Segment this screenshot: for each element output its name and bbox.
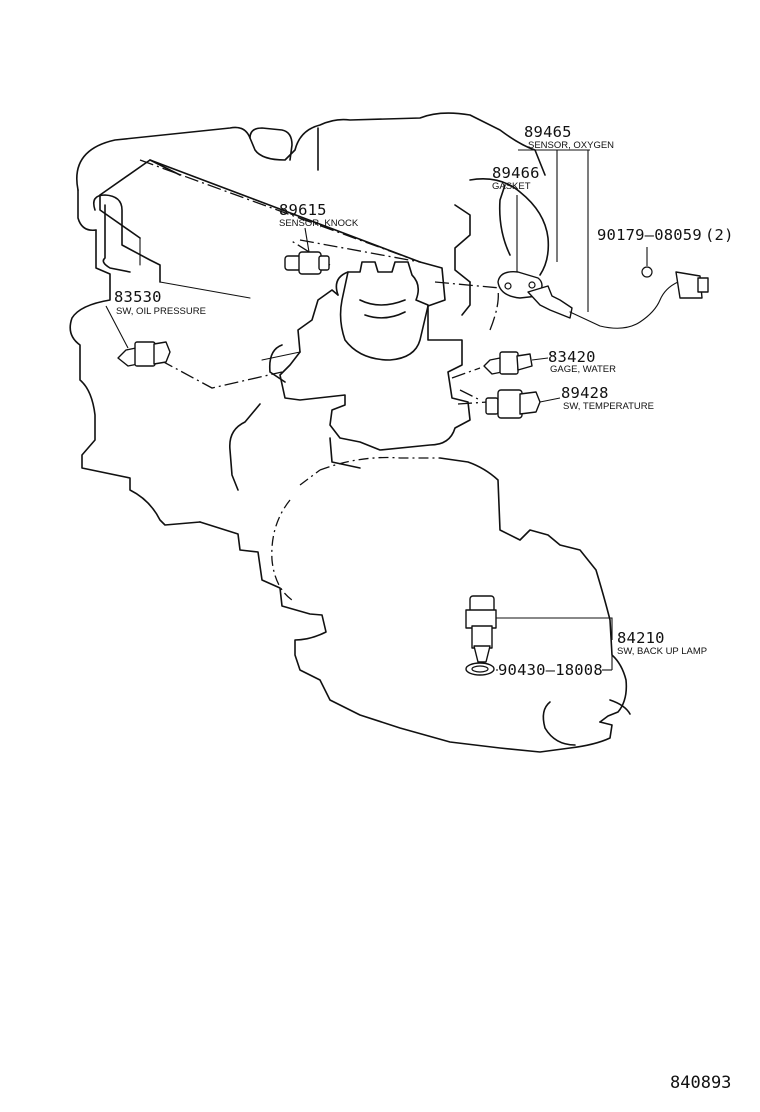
callout-oil-pressure-switch: 83530 SW, OIL PRESSURE: [114, 288, 206, 317]
callout-water-gage: 83420 GAGE, WATER: [548, 348, 616, 375]
oxygen-sensor-name: SENSOR, OXYGEN: [528, 140, 614, 151]
location-lines: [139, 159, 501, 405]
engine-outline: [69, 112, 631, 753]
backup-lamp-switch-name: SW, BACK UP LAMP: [617, 646, 707, 657]
callout-backup-lamp-switch: 84210 SW, BACK UP LAMP: [617, 629, 707, 657]
water-gage-drawing: [483, 351, 549, 375]
temperature-switch-part-number: 89428: [561, 384, 609, 402]
callout-knock-sensor: 89615 SENSOR, KNOCK: [279, 201, 359, 229]
oil-pressure-switch-drawing: [105, 305, 171, 367]
backup-lamp-switch-part-number: 84210: [617, 629, 665, 647]
callout-gasket: 89466 GASKET: [492, 164, 540, 192]
gasket-washer-part-number: 90430–18008: [498, 661, 603, 679]
water-gage-part-number: 83420: [548, 348, 596, 366]
temperature-switch-name: SW, TEMPERATURE: [563, 401, 654, 412]
knock-sensor-drawing: [284, 227, 330, 275]
callout-oxygen-sensor: 89465 SENSOR, OXYGEN: [518, 123, 614, 151]
oil-pressure-switch-part-number: 83530: [114, 288, 162, 306]
callout-nut: 90179–08059 (2): [597, 226, 734, 266]
gasket-part-number: 89466: [492, 164, 540, 182]
oxygen-sensor-part-number: 89465: [524, 123, 572, 141]
backup-lamp-switch-drawing: [465, 595, 613, 676]
knock-sensor-part-number: 89615: [279, 201, 327, 219]
diagram-reference-number: 840893: [670, 1073, 731, 1093]
oxygen-sensor-drawing: [497, 150, 709, 329]
water-gage-name: GAGE, WATER: [550, 364, 616, 375]
callout-gasket-washer: 90430–18008: [498, 661, 603, 679]
nut-quantity: (2): [705, 226, 734, 244]
knock-sensor-name: SENSOR, KNOCK: [279, 218, 359, 229]
callout-temperature-switch: 89428 SW, TEMPERATURE: [561, 384, 654, 412]
nut-part-number: 90179–08059: [597, 226, 702, 244]
oil-pressure-switch-name: SW, OIL PRESSURE: [116, 306, 206, 317]
gasket-name: GASKET: [492, 181, 531, 192]
temperature-switch-drawing: [485, 389, 561, 419]
